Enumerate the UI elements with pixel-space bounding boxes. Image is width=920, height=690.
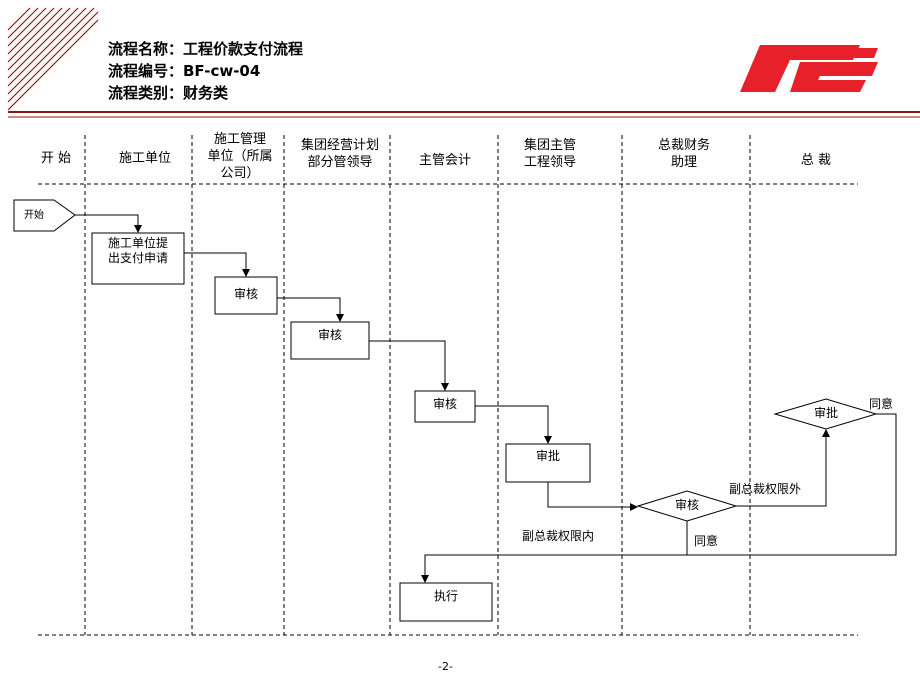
page-number: -2- bbox=[438, 660, 453, 673]
column-header-president: 总 裁 bbox=[800, 153, 832, 168]
process-code: 流程编号：BF-cw-04 bbox=[108, 62, 261, 80]
hatch-decoration bbox=[7, 7, 99, 111]
process-category: 流程类别：财务类 bbox=[108, 84, 229, 102]
column-header-finance-assistant: 总裁财务 助理 bbox=[657, 138, 710, 170]
review-label-3: 审核 bbox=[432, 397, 457, 411]
company-logo bbox=[740, 45, 878, 92]
apply-label: 施工单位提 出支付申请 bbox=[107, 236, 168, 265]
approve-box-1 bbox=[505, 443, 591, 483]
process-name: 流程名称：工程价款支付流程 bbox=[108, 40, 304, 58]
inside-authority-label: 副总裁权限内 bbox=[522, 529, 595, 543]
review-decision-label: 审核 bbox=[674, 498, 699, 512]
review-box-3 bbox=[414, 390, 476, 423]
approve-label-1: 审批 bbox=[535, 449, 560, 463]
approve-decision-label: 审批 bbox=[813, 406, 838, 420]
column-header-planning-leader: 集团经营计划 部分管领导 bbox=[300, 138, 379, 170]
review-label-1: 审核 bbox=[233, 287, 258, 301]
execute-box bbox=[399, 582, 493, 622]
column-header-management-unit: 施工管理 单位（所属 公司） bbox=[207, 132, 273, 181]
lane-dividers bbox=[38, 135, 858, 636]
outside-authority-label: 副总裁权限外 bbox=[729, 482, 802, 496]
connectors bbox=[75, 214, 897, 583]
header-graphics bbox=[7, 7, 920, 118]
column-header-engineering-leader: 集团主管 工程领导 bbox=[523, 138, 576, 170]
review-box-2 bbox=[290, 321, 370, 360]
column-header-accountant: 主管会计 bbox=[418, 153, 471, 168]
review-box-1 bbox=[214, 276, 278, 315]
review-label-2: 审核 bbox=[317, 328, 342, 342]
start-label: 开始 bbox=[24, 210, 44, 221]
column-header-start: 开 始 bbox=[40, 151, 72, 166]
execute-label: 执行 bbox=[433, 589, 458, 603]
apply-box bbox=[91, 232, 185, 285]
start-node bbox=[13, 199, 76, 232]
agree-label-assistant: 同意 bbox=[694, 534, 719, 548]
column-header-contractor: 施工单位 bbox=[118, 151, 171, 166]
agree-label-president: 同意 bbox=[869, 397, 894, 411]
